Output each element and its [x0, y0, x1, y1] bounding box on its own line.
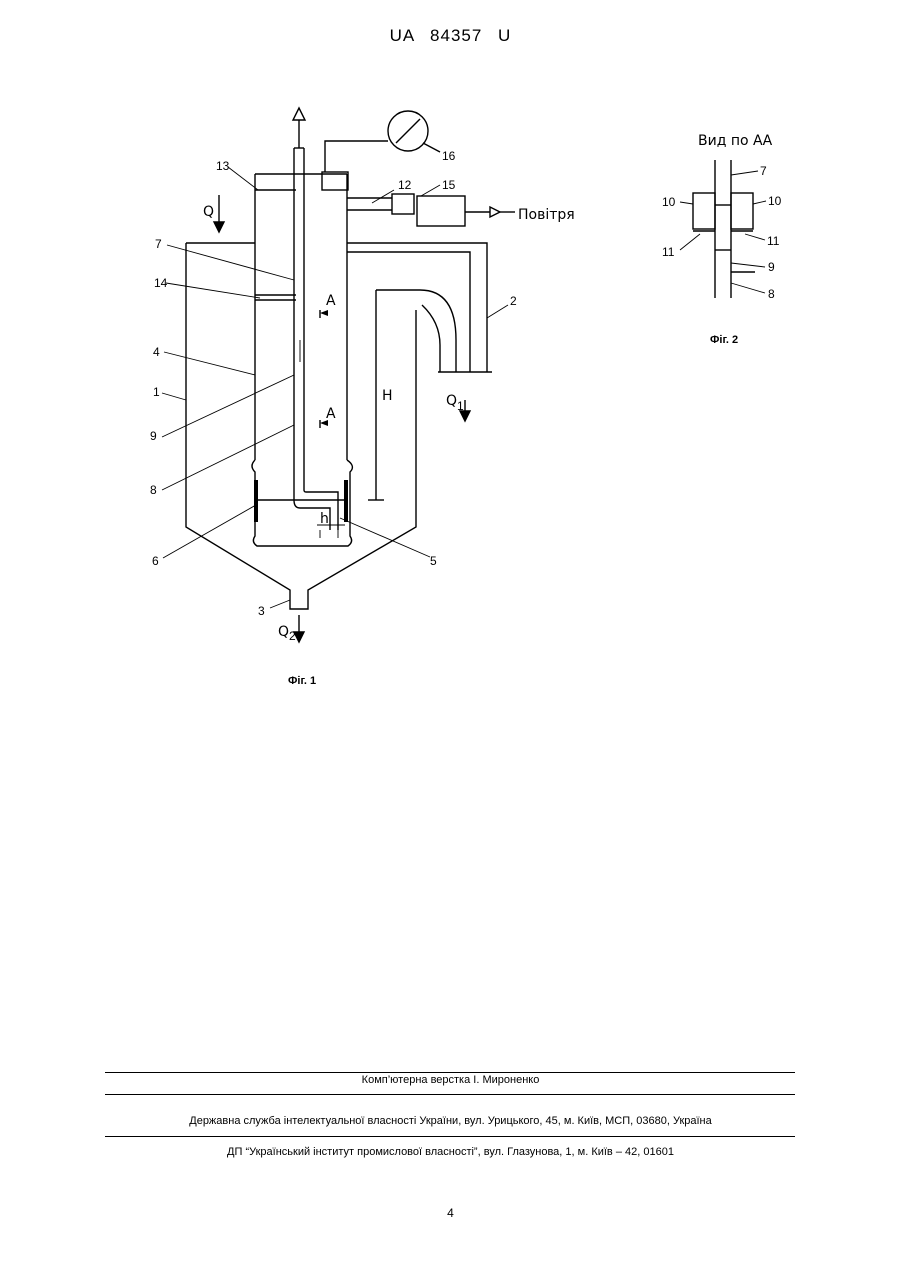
fig1-label-2: 2	[510, 294, 517, 308]
fig1-label-4: 4	[153, 345, 160, 359]
fig2-label-9: 9	[768, 260, 775, 274]
fig2-label-8: 8	[768, 287, 775, 301]
fig1-caption: Фіг. 1	[288, 675, 316, 687]
fig1-plate-5	[344, 480, 348, 522]
fig1-label-q2: Q	[278, 624, 289, 640]
fig1-leader-lines	[162, 167, 508, 608]
fig1-top-outlet-arrow	[293, 108, 305, 120]
fig1-central-pipe	[294, 120, 338, 530]
footer-divider-middle	[105, 1094, 795, 1095]
fig1-label-9: 9	[150, 429, 157, 443]
fig1-label-8: 8	[150, 483, 157, 497]
fig1-air-inlet	[322, 172, 515, 226]
fig1-label-a-top: A	[326, 293, 336, 309]
fig1-label-q1-sub: 1	[457, 399, 464, 413]
fig1-label-air: Повітря	[518, 207, 575, 223]
fig1-label-a-bottom: A	[326, 406, 336, 422]
fig2-label-11-right: 11	[767, 234, 780, 248]
fig1-label-3: 3	[258, 604, 265, 618]
fig1-label-13: 13	[216, 159, 230, 173]
footer-institute: ДП “Український інститут промислової вла…	[0, 1146, 901, 1158]
fig1-plate-6	[254, 480, 258, 522]
footer-layout-credit: Комп’ютерна верстка І. Мироненко	[0, 1074, 901, 1086]
fig2-label-10-left: 10	[662, 195, 676, 209]
fig2-label-10-right: 10	[768, 194, 782, 208]
footer-agency: Державна служба інтелектуальної власност…	[0, 1115, 901, 1127]
fig2-section-view	[680, 160, 766, 298]
fig1-pressure-gauge	[325, 111, 440, 172]
fig1-label-6: 6	[152, 554, 159, 568]
fig1-label-q1: Q	[446, 393, 457, 409]
fig1-label-16: 16	[442, 149, 456, 163]
footer-divider-bottom	[105, 1136, 795, 1137]
fig1-label-q2-sub: 2	[289, 629, 296, 643]
fig1-label-h-big: H	[382, 388, 393, 404]
fig1-side-outlet	[347, 243, 492, 372]
fig1-label-q: Q	[203, 204, 214, 220]
fig1-label-h-small: h	[320, 511, 329, 527]
fig2-caption: Фіг. 2	[710, 334, 738, 346]
fig2-title: Вид по АА	[698, 133, 773, 149]
fig2-label-7: 7	[760, 164, 767, 178]
fig1-label-14: 14	[154, 276, 168, 290]
fig1-label-12: 12	[398, 178, 412, 192]
page-number: 4	[0, 1206, 901, 1220]
footer-divider-top	[105, 1072, 795, 1073]
fig1-inner-column	[252, 174, 352, 546]
fig1-label-7: 7	[155, 237, 162, 251]
fig2-label-11-left: 11	[662, 245, 675, 259]
fig1-label-1: 1	[153, 385, 160, 399]
fig1-label-15: 15	[442, 178, 456, 192]
fig1-outer-vessel	[186, 243, 416, 609]
fig1-label-5: 5	[430, 554, 437, 568]
